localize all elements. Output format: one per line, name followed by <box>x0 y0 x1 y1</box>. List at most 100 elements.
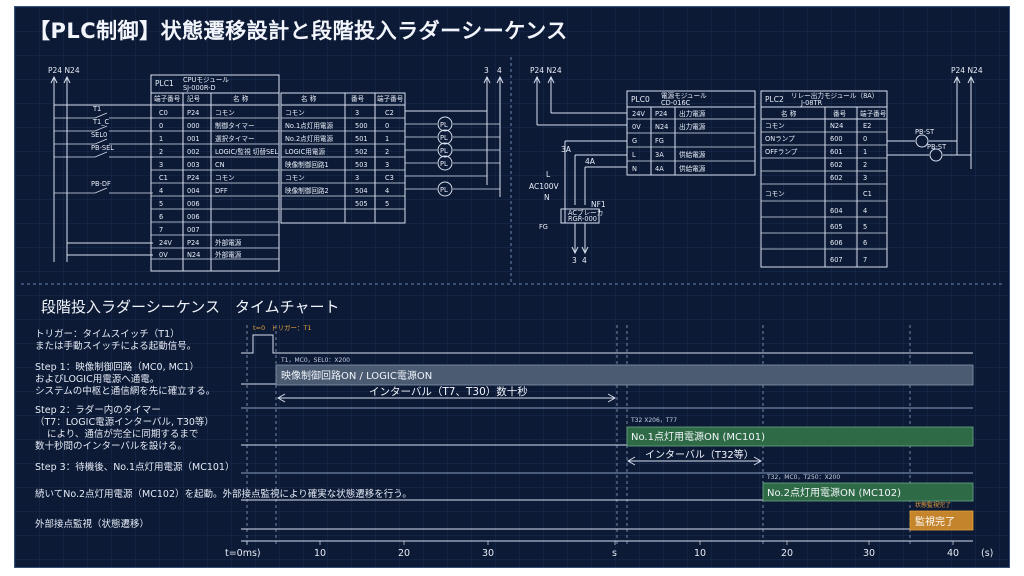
plc1-out-header-terminal: 端子番号 <box>377 94 404 103</box>
plc1-cell: 002 <box>187 148 200 156</box>
plc1-out-cell: 0 <box>385 122 389 130</box>
plc1-cell: 001 <box>187 135 200 143</box>
plc1-out-cell: 500 <box>355 122 368 130</box>
interval1-arrow <box>276 393 617 403</box>
trigger-signal <box>241 334 973 354</box>
plc2-cell: 604 <box>830 207 843 215</box>
row-label: により、通信が完全に同期するまで <box>47 428 198 440</box>
plc0-row-lines <box>627 118 755 162</box>
step2-bar-text: No.1点灯用電源ON (MC101) <box>631 430 765 443</box>
plc2-cell: E2 <box>863 122 871 130</box>
t0-label: t=0 <box>253 324 265 332</box>
plc2-cell: 3 <box>863 174 867 182</box>
plc0-cell: 出力電源 <box>679 109 706 118</box>
lamp-icon <box>437 181 453 197</box>
plc2-cell: 602 <box>830 174 843 182</box>
plc0-cell: 4A <box>655 165 664 173</box>
row-label: トリガー：タイムスイッチ（T1） <box>35 328 180 340</box>
timing-chart-title: 段階投入ラダーシーケンス タイムチャート <box>41 298 340 316</box>
plc2-cell: OFFランプ <box>765 148 798 156</box>
plc1-subtitle: CPUモジュール <box>183 76 229 84</box>
plc1-out-cell: 映像制御回路2 <box>285 186 329 195</box>
plc1-cell: C1 <box>159 174 168 182</box>
axis-label: 20 <box>781 548 793 559</box>
label-bottom4: 4 <box>582 256 587 265</box>
plc2-cell: 605 <box>830 223 843 231</box>
plc1-cell: LOGIC/監視 切替SEL <box>215 147 278 156</box>
label-ac-N: N <box>544 193 550 202</box>
axis-label: 30 <box>863 548 875 559</box>
label-ac100v: AC100V <box>529 182 560 191</box>
plc1-out-cell: 映像制御回路1 <box>285 160 329 169</box>
plc1-cell: CN <box>215 161 225 169</box>
axis-label: 40 <box>947 548 959 559</box>
lamp-wiring <box>405 123 500 190</box>
plc1-out-cell: 504 <box>355 187 368 195</box>
plc1-out-cell: 1 <box>385 135 389 143</box>
plc1-output-row-lines <box>281 117 405 210</box>
plc1-out-cell: コモン <box>285 174 305 182</box>
lamp-label: PL <box>440 160 448 168</box>
plc2-header-terminal: 端子番号 <box>860 109 887 118</box>
lamp-icon <box>437 155 453 171</box>
step3-bar <box>762 482 974 502</box>
left-power-rails <box>50 75 153 262</box>
plc1-out-cell: 502 <box>355 148 368 156</box>
axis-label: t=0ms) <box>225 548 261 559</box>
label-nf1: NF1 <box>591 200 606 209</box>
plc1-out-cell: 501 <box>355 135 368 143</box>
condition1-label: T1，MC0，SEL0：X200 <box>280 357 350 364</box>
plc1-cell: N24 <box>187 251 200 259</box>
plc1-cell: DFF <box>215 187 228 195</box>
step1-bar-text: 映像制御回路ON / LOGIC電源ON <box>281 369 432 382</box>
plc1-out-cell: C2 <box>385 109 394 117</box>
label-ac-L: L <box>546 170 551 179</box>
lamp-label: PL <box>440 186 448 194</box>
plc1-out-cell: 505 <box>355 200 368 208</box>
row-label: Step 1：映像制御回路（MC0, MC1） <box>35 361 199 373</box>
plc1-out-cell: No.2点灯用電源 <box>285 134 334 143</box>
plc1-cell: 制御タイマー <box>215 121 255 130</box>
plc2-name: PLC2 <box>765 95 784 104</box>
axis-label: s <box>612 548 617 559</box>
plc0-cell: FG <box>655 137 664 145</box>
plc1-cell: P24 <box>187 109 199 117</box>
plc2-cell: 602 <box>830 161 843 169</box>
plc1-out-cell: コモン <box>285 109 305 117</box>
plc1-cell: 0V <box>159 251 168 259</box>
axis-label: 20 <box>398 548 410 559</box>
plc1-out-header-number: 番号 <box>351 95 365 103</box>
plc1-out-cell: 3 <box>355 174 359 182</box>
time-axis-ticks <box>246 541 954 545</box>
lamp-icon <box>437 142 453 158</box>
interval2-arrow <box>626 456 763 466</box>
plc0-cell: 3A <box>655 151 664 159</box>
plc2-cell: 4 <box>863 207 867 215</box>
plc1-header-symbol: 記号 <box>187 94 201 103</box>
step2-bar <box>626 426 974 447</box>
plc2-cell: 607 <box>830 256 843 264</box>
plc1-cell: 24V <box>159 239 172 247</box>
plc2-cell: 5 <box>863 223 867 231</box>
plc1-out-cell: 3 <box>385 161 389 169</box>
label-term4: 4 <box>497 66 502 75</box>
wiring-and-timing-svg: P24 N24 T1 T1_C SEL0 PB-SEL PB-DF <box>21 57 1005 559</box>
plc0-cell: N <box>632 165 637 173</box>
row-label: Step 3：待機後、No.1点灯用電源（MC101） <box>35 461 234 473</box>
plc2-cell: 6 <box>863 239 867 247</box>
plc2-lamp-label: PB-ST <box>927 143 947 151</box>
plc1-cell: 006 <box>187 213 200 221</box>
plc1-out-cell: No.1点灯用電源 <box>285 121 334 130</box>
plc1-cell: 006 <box>187 200 200 208</box>
plc0-cell: L <box>632 151 636 159</box>
plc1-out-cell: LOGIC用電源 <box>285 147 325 156</box>
plc1-model: SJ-000R-D <box>183 84 216 92</box>
breaker-model: RGR-000 <box>568 215 597 223</box>
lamp-icon <box>915 134 929 148</box>
plc1-cell: 4 <box>159 187 163 195</box>
plc1-cell: 7 <box>159 226 163 234</box>
axis-label: 10 <box>314 548 326 559</box>
plc2-cell: コモン <box>765 122 785 130</box>
plc1-cell: 選択タイマー <box>215 134 255 143</box>
